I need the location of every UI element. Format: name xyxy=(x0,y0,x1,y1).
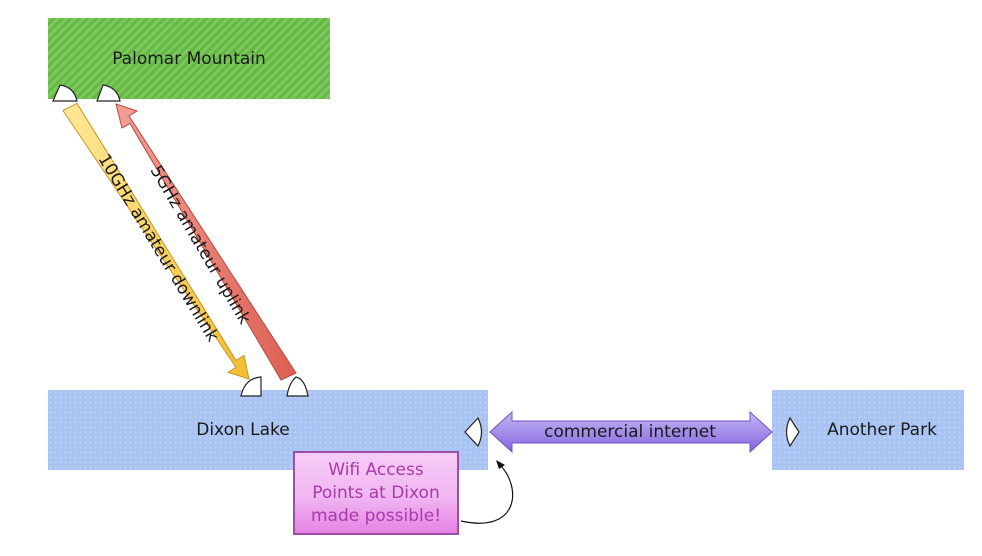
dixon-dish-1-icon xyxy=(240,376,262,397)
dixon-dish-2-icon xyxy=(286,376,309,397)
internet-label: commercial internet xyxy=(544,422,716,442)
another-park-sector-icon xyxy=(785,416,800,448)
palomar-dish-1-icon xyxy=(52,84,78,102)
internet-arrow: commercial internet xyxy=(489,410,773,454)
dixon-sector-icon xyxy=(464,416,483,448)
downlink-arrow: 10GHz amateur downlink xyxy=(62,102,250,380)
palomar-mountain-site: Palomar Mountain xyxy=(48,18,330,99)
callout-connector xyxy=(460,460,514,524)
another-park-site: Another Park xyxy=(772,390,964,470)
dixon-lake-label: Dixon Lake xyxy=(196,420,290,440)
palomar-mountain-label: Palomar Mountain xyxy=(112,48,266,69)
another-park-label: Another Park xyxy=(827,420,937,440)
wifi-callout-note: Wifi Access Points at Dixon made possibl… xyxy=(293,451,459,535)
palomar-dish-2-icon xyxy=(96,84,121,102)
